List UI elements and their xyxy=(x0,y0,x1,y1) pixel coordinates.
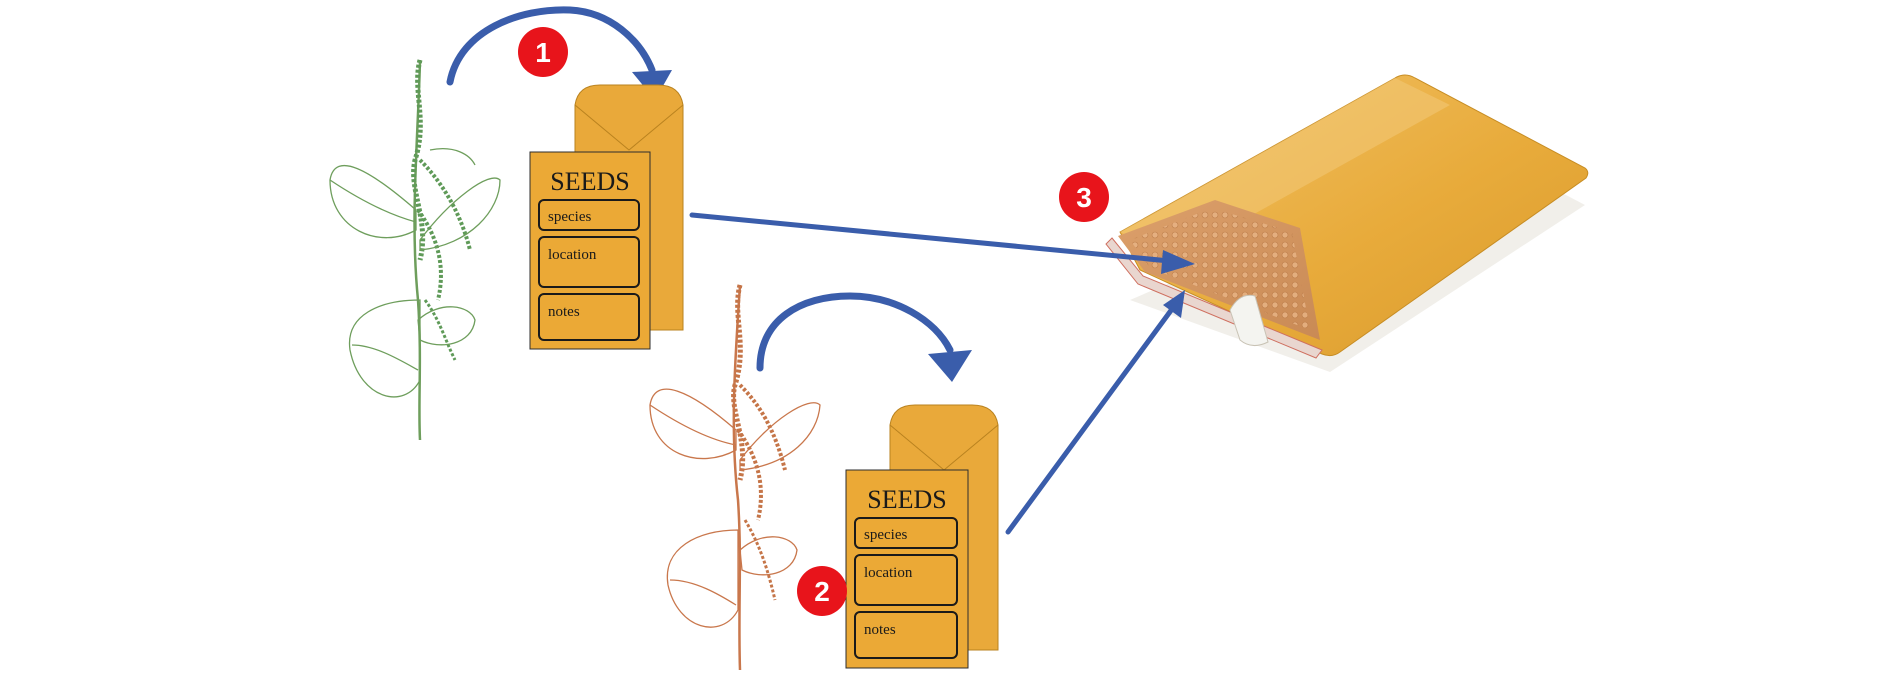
arrow-packet-1-to-mailer-head xyxy=(1161,250,1195,274)
packet-2-location-label: location xyxy=(864,565,913,581)
packet-1-title: SEEDS xyxy=(550,167,629,196)
arrow-packet-1-to-mailer xyxy=(689,212,1183,265)
packet-1-species-label: species xyxy=(548,209,591,225)
step-badge-2-label: 2 xyxy=(814,576,830,607)
packet-2-location-box xyxy=(854,554,958,606)
packet-1-species-box xyxy=(538,199,640,231)
curved-arrow-1 xyxy=(446,6,656,86)
packet-1-notes-box xyxy=(538,293,640,341)
packet-2-species-label: species xyxy=(864,527,907,543)
packet-2-title: SEEDS xyxy=(867,485,946,514)
curved-arrow-2-head xyxy=(928,350,972,382)
seed-packet-1: SEEDS species location notes xyxy=(529,84,684,350)
arrow-packet-2-to-mailer-head xyxy=(1163,290,1185,318)
packet-1-notes-label: notes xyxy=(548,304,580,320)
step-badge-2: 2 xyxy=(797,566,847,616)
step-badge-3-label: 3 xyxy=(1076,182,1092,213)
orange-amaranth-plant-icon xyxy=(649,284,821,671)
step-badge-3: 3 xyxy=(1059,172,1109,222)
packet-2-notes-box xyxy=(854,611,958,659)
green-amaranth-plant-icon xyxy=(329,59,501,441)
packet-2-notes-label: notes xyxy=(864,622,896,638)
arrow-packet-2-to-mailer xyxy=(1005,302,1178,535)
curved-arrow-2 xyxy=(756,292,954,372)
packet-1-location-box xyxy=(538,236,640,288)
padded-mailer-envelope xyxy=(1105,74,1589,372)
step-badge-1: 1 xyxy=(518,27,568,77)
step-badge-1-label: 1 xyxy=(535,37,551,68)
packet-1-location-label: location xyxy=(548,247,597,263)
packet-2-species-box xyxy=(854,517,958,549)
seed-packet-2: SEEDS species location notes xyxy=(845,404,999,669)
